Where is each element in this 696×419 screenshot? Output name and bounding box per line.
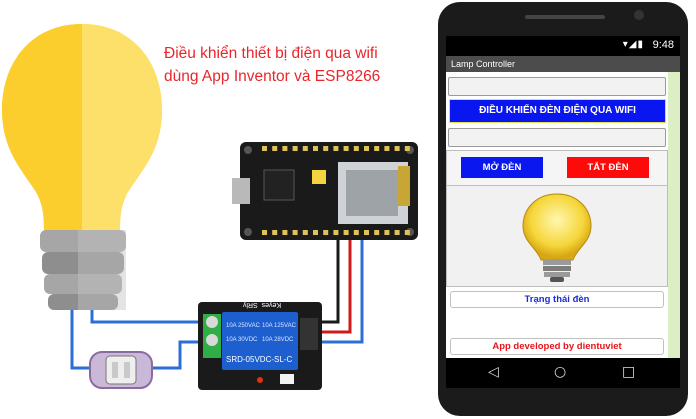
headline: Điều khiển thiết bị điện qua wifi dùng A… bbox=[164, 42, 444, 88]
header-pin bbox=[364, 146, 369, 151]
lamp-bulb-icon bbox=[522, 193, 592, 282]
header-pin bbox=[374, 230, 380, 235]
status-bar: ▾◢▮ 9:48 bbox=[446, 36, 680, 56]
phone-camera bbox=[634, 10, 644, 20]
relay-rating-3: 10A 30VDC bbox=[226, 337, 258, 343]
spacer-textbox-2 bbox=[448, 128, 666, 147]
relay-rating-2: 10A 125VAC bbox=[262, 323, 297, 329]
power-plug-illustration bbox=[89, 351, 153, 389]
header-pin bbox=[282, 146, 288, 151]
header-button[interactable]: ĐIỀU KHIỂN ĐÈN ĐIỆN QUA WIFI bbox=[449, 99, 666, 123]
header-pin bbox=[302, 146, 308, 151]
status-time: 9:48 bbox=[652, 39, 674, 51]
header-pin bbox=[292, 146, 298, 151]
header-pin bbox=[384, 146, 390, 151]
relay-rating-4: 10A 28VDC bbox=[262, 337, 294, 343]
circuit-illustration: Keyes_SRly 10A 250VAC 10A 125VAC 10A 30V… bbox=[2, 24, 418, 390]
wiring bbox=[70, 238, 364, 370]
header-pin bbox=[282, 230, 288, 235]
control-button-row: MỞ ĐÈN TẮT ĐÈN bbox=[446, 150, 668, 186]
header-pin bbox=[313, 146, 318, 151]
header-pin bbox=[353, 146, 359, 151]
header-pin bbox=[292, 230, 298, 235]
spacer-textbox-1 bbox=[448, 77, 666, 96]
headline-line-2: dùng App Inventor và ESP8266 bbox=[164, 68, 381, 85]
header-pin bbox=[364, 230, 369, 235]
developer-label: App developed by dientuviet bbox=[450, 338, 664, 355]
header-pin bbox=[302, 230, 308, 235]
header-pin bbox=[343, 146, 349, 151]
home-icon[interactable]: ○ bbox=[554, 364, 567, 380]
board-header-pins-bottom bbox=[262, 230, 410, 235]
turn-off-button[interactable]: TẮT ĐÈN bbox=[567, 157, 649, 178]
header-pin bbox=[272, 146, 278, 151]
navigation-bar: ◁ ○ □ bbox=[446, 358, 680, 388]
phone-screen: ▾◢▮ 9:48 Lamp Controller ĐIỀU KHIỂN ĐÈN … bbox=[446, 36, 680, 388]
header-pin bbox=[343, 230, 349, 235]
relay-model-label: SRD-05VDC-SL-C bbox=[226, 355, 292, 364]
board-header-pins-top bbox=[262, 146, 410, 151]
header-pin bbox=[262, 230, 267, 235]
header-pin bbox=[394, 230, 400, 235]
app-title: Lamp Controller bbox=[451, 59, 516, 69]
esp8266-board bbox=[232, 142, 418, 240]
header-pin bbox=[272, 230, 278, 235]
relay-module bbox=[198, 302, 322, 390]
header-pin bbox=[353, 230, 359, 235]
phone-speaker bbox=[525, 15, 605, 19]
light-bulb-illustration bbox=[2, 24, 162, 310]
app-title-bar: Lamp Controller bbox=[446, 56, 680, 72]
turn-on-button[interactable]: MỞ ĐÈN bbox=[461, 157, 543, 178]
headline-line-1: Điều khiển thiết bị điện qua wifi bbox=[164, 45, 378, 62]
header-pin bbox=[313, 230, 318, 235]
lamp-status-label: Trạng thái đèn bbox=[450, 291, 664, 308]
header-pin bbox=[333, 146, 339, 151]
header-pin bbox=[323, 230, 329, 235]
header-pin bbox=[404, 146, 410, 151]
status-icons: ▾◢▮ bbox=[622, 39, 644, 50]
screen-side-strip bbox=[668, 72, 680, 358]
header-pin bbox=[333, 230, 339, 235]
relay-brand-label: Keyes_SRly bbox=[242, 301, 281, 308]
header-pin bbox=[394, 146, 400, 151]
header-pin bbox=[374, 146, 380, 151]
header-pin bbox=[323, 146, 329, 151]
app-content: ĐIỀU KHIỂN ĐÈN ĐIỆN QUA WIFI MỞ ĐÈN TẮT … bbox=[446, 72, 668, 358]
back-icon[interactable]: ◁ bbox=[488, 364, 499, 380]
relay-rating-1: 10A 250VAC bbox=[226, 323, 261, 329]
lamp-image-panel bbox=[446, 185, 668, 287]
header-pin bbox=[404, 230, 410, 235]
header-pin bbox=[384, 230, 390, 235]
recents-icon[interactable]: □ bbox=[622, 364, 636, 380]
header-pin bbox=[262, 146, 267, 151]
